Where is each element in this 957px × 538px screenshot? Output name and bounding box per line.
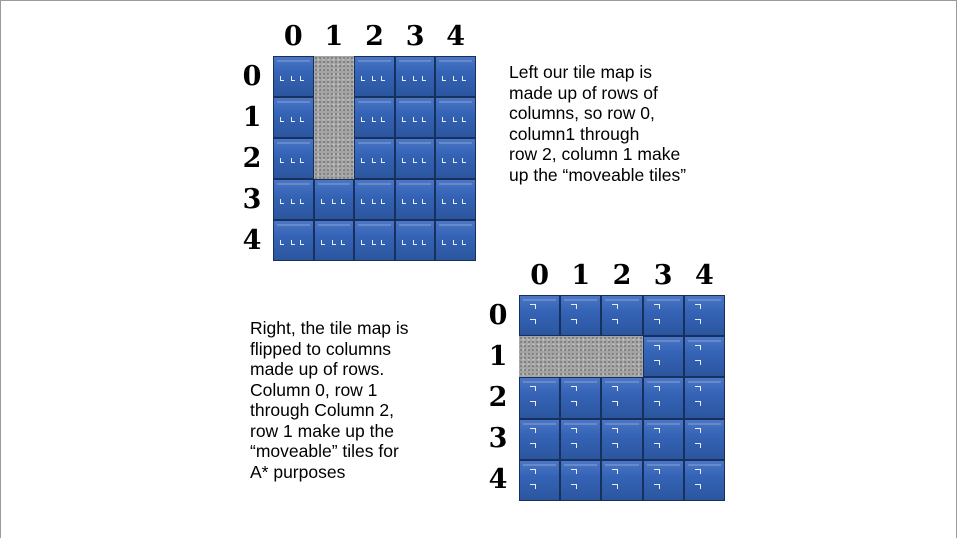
water-tile — [273, 56, 314, 97]
frame-top-border — [0, 0, 957, 1]
water-tile — [395, 56, 436, 97]
water-tile — [519, 460, 560, 501]
water-tile — [435, 56, 476, 97]
water-tile — [560, 419, 601, 460]
water-tile — [395, 138, 436, 179]
water-tile — [684, 377, 725, 418]
water-tile — [601, 377, 642, 418]
water-tile — [684, 295, 725, 336]
water-tile — [395, 97, 436, 138]
water-tile — [519, 295, 560, 336]
right-caption: Right, the tile map is flipped to column… — [250, 318, 470, 482]
water-tile — [354, 56, 395, 97]
stone-tile — [519, 336, 643, 377]
water-tile — [395, 179, 436, 220]
water-tile — [519, 419, 560, 460]
column-label: 0 — [519, 262, 560, 289]
water-tile — [560, 295, 601, 336]
row-label: 1 — [483, 343, 513, 370]
water-tile — [684, 460, 725, 501]
water-tile — [314, 220, 355, 261]
column-label: 3 — [395, 23, 436, 50]
row-label: 3 — [237, 186, 267, 213]
water-tile — [643, 419, 684, 460]
row-label: 0 — [483, 302, 513, 329]
frame-left-border — [0, 0, 1, 538]
row-label: 3 — [483, 425, 513, 452]
water-tile — [601, 419, 642, 460]
water-tile — [684, 336, 725, 377]
water-tile — [643, 295, 684, 336]
water-tile — [519, 377, 560, 418]
water-tile — [314, 179, 355, 220]
water-tile — [435, 138, 476, 179]
water-tile — [643, 336, 684, 377]
water-tile — [273, 220, 314, 261]
row-label: 2 — [483, 384, 513, 411]
water-tile — [643, 460, 684, 501]
water-tile — [435, 220, 476, 261]
water-tile — [435, 97, 476, 138]
water-tile — [560, 460, 601, 501]
water-tile — [273, 97, 314, 138]
column-label: 1 — [314, 23, 355, 50]
column-label: 3 — [643, 262, 684, 289]
row-label: 0 — [237, 63, 267, 90]
row-label: 2 — [237, 145, 267, 172]
left-caption: Left our tile map is made up of rows of … — [509, 62, 749, 185]
water-tile — [395, 220, 436, 261]
column-label: 0 — [273, 23, 314, 50]
column-label: 2 — [354, 23, 395, 50]
row-label: 4 — [483, 466, 513, 493]
water-tile — [643, 377, 684, 418]
column-label: 4 — [684, 262, 725, 289]
water-tile — [354, 179, 395, 220]
water-tile — [435, 179, 476, 220]
column-label: 4 — [435, 23, 476, 50]
column-label: 1 — [560, 262, 601, 289]
water-tile — [601, 460, 642, 501]
water-tile — [684, 419, 725, 460]
water-tile — [601, 295, 642, 336]
water-tile — [273, 179, 314, 220]
column-label: 2 — [601, 262, 642, 289]
water-tile — [354, 220, 395, 261]
water-tile — [354, 97, 395, 138]
water-tile — [354, 138, 395, 179]
water-tile — [273, 138, 314, 179]
water-tile — [560, 377, 601, 418]
stone-tile — [314, 56, 355, 179]
row-label: 4 — [237, 227, 267, 254]
row-label: 1 — [237, 104, 267, 131]
